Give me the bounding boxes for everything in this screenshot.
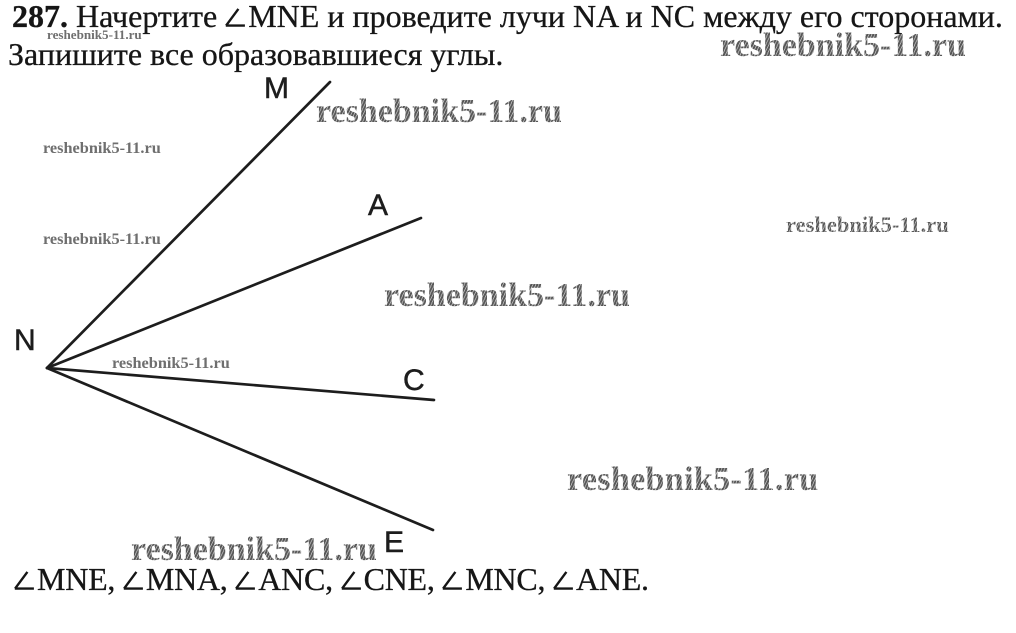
svg-text:A: A [368,189,388,222]
svg-text:M: M [264,72,289,105]
svg-text:N: N [14,324,36,357]
svg-text:C: C [403,364,425,397]
svg-text:E: E [384,526,404,559]
